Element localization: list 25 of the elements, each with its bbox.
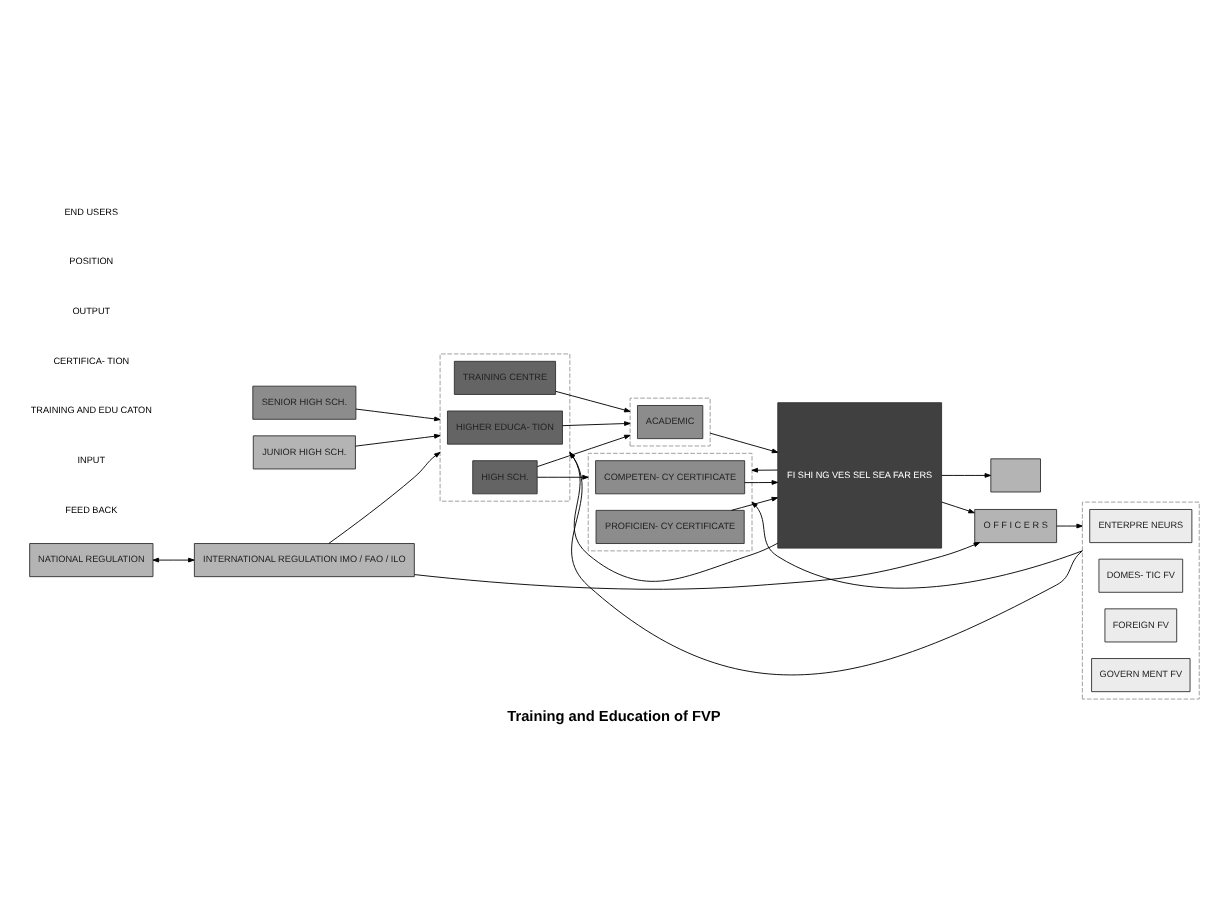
diagram-title: Training and Education of FVP: [507, 705, 721, 724]
arrow: [731, 495, 779, 510]
arrow: [536, 473, 589, 479]
cluster: [1081, 500, 1200, 699]
arrow: [941, 472, 991, 477]
arrow: [328, 450, 441, 543]
arrow: [354, 432, 441, 446]
arrow: [536, 433, 631, 467]
arrow: [1056, 522, 1083, 528]
arrow: [744, 479, 779, 484]
arrow: [569, 450, 779, 581]
arrow: [941, 500, 975, 513]
arrow: [414, 541, 981, 589]
arrow: [555, 389, 631, 412]
arrow: [355, 407, 441, 421]
arrow: [152, 556, 195, 562]
arrow: [569, 450, 1083, 674]
arrow: [751, 500, 1083, 588]
arrow: [751, 466, 779, 472]
cluster: [439, 352, 571, 501]
arrow: [709, 431, 779, 453]
cluster: [587, 451, 753, 551]
node-box: [990, 457, 1041, 492]
arrow: [562, 420, 631, 426]
cluster: [629, 396, 711, 446]
